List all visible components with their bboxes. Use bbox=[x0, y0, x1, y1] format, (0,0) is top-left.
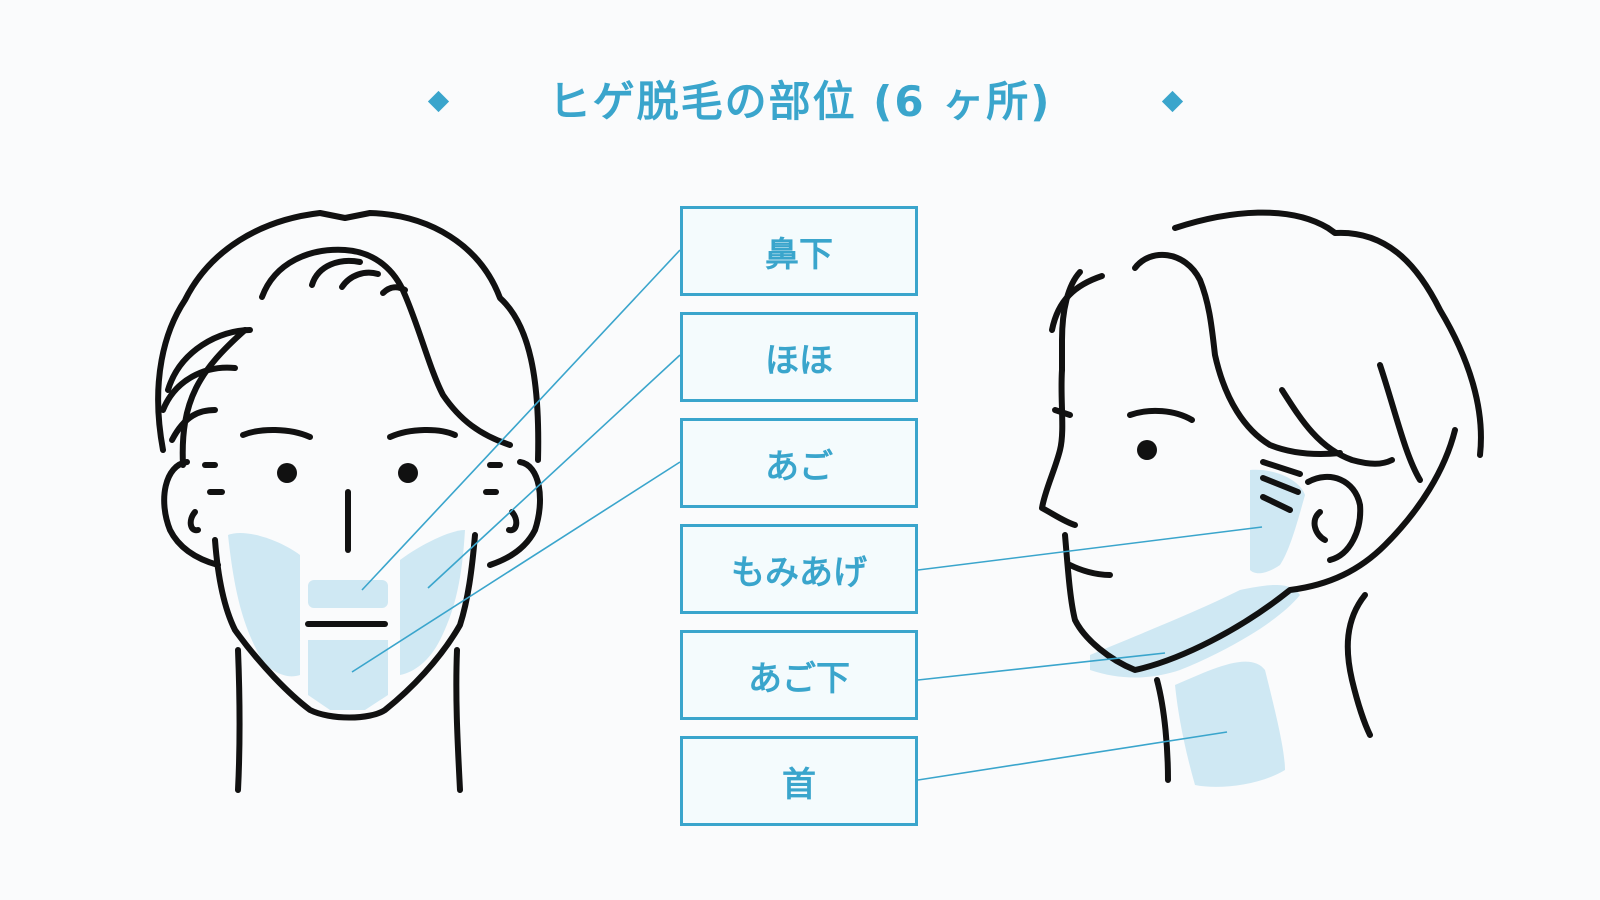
page-title: ヒゲ脱毛の部位 (6 ヶ所) bbox=[548, 77, 1052, 126]
side-neck-zone bbox=[1175, 661, 1285, 787]
front-under-nose-zone bbox=[308, 580, 388, 608]
front-cheek-right-zone bbox=[400, 530, 465, 675]
leader-under-chin bbox=[917, 652, 1166, 681]
label-under-nose: 鼻下 bbox=[765, 234, 833, 275]
label-box-sideburn: もみあげ bbox=[680, 524, 918, 614]
label-box-cheek: ほほ bbox=[680, 312, 918, 402]
title-row: ヒゲ脱毛の部位 (6 ヶ所) bbox=[0, 70, 1600, 140]
side-under-chin-zone bbox=[1090, 585, 1300, 678]
label-box-under-nose: 鼻下 bbox=[680, 206, 918, 296]
label-box-neck: 首 bbox=[680, 736, 918, 826]
label-box-chin: あご bbox=[680, 418, 918, 508]
front-face-zones bbox=[228, 530, 465, 710]
label-box-under-chin: あご下 bbox=[680, 630, 918, 720]
leader-chin bbox=[351, 461, 681, 673]
label-cheek: ほほ bbox=[765, 340, 833, 381]
label-sideburn: もみあげ bbox=[731, 552, 867, 593]
label-neck: 首 bbox=[782, 764, 816, 805]
side-face-lines bbox=[1039, 209, 1484, 783]
front-face-lines bbox=[155, 210, 543, 793]
label-under-chin: あご下 bbox=[748, 658, 850, 699]
leader-under-nose bbox=[361, 249, 681, 591]
side-face-zones bbox=[1090, 469, 1305, 787]
leader-neck bbox=[917, 731, 1228, 781]
front-chin-zone bbox=[308, 640, 388, 710]
label-chin: あご bbox=[765, 446, 833, 487]
leader-sideburn bbox=[917, 526, 1263, 571]
front-cheek-left-zone bbox=[228, 532, 300, 677]
leader-lines bbox=[351, 249, 1263, 781]
leader-cheek bbox=[427, 354, 681, 589]
